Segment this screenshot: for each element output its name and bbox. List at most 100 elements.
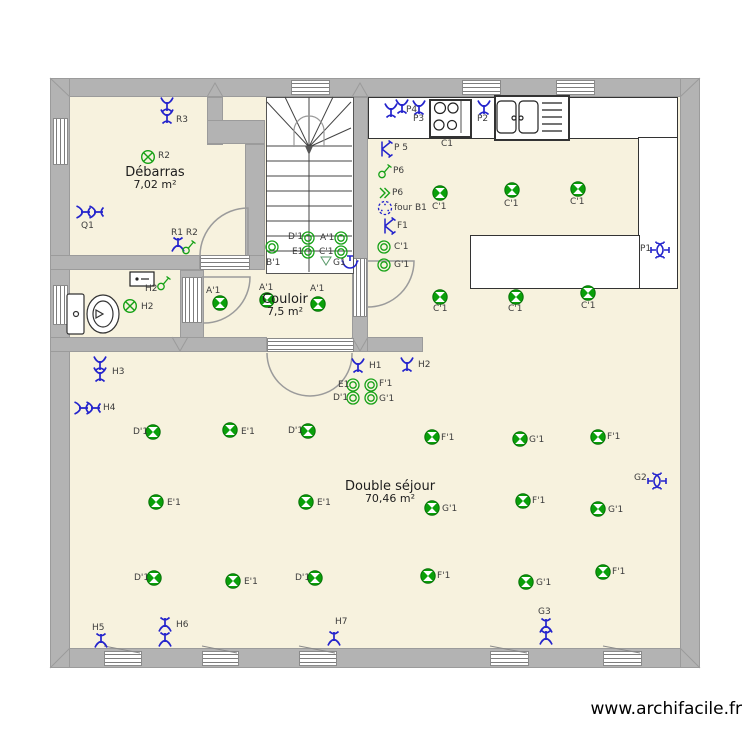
applique-symbol[interactable] <box>410 99 428 117</box>
symbol-label: C'1 <box>319 247 334 257</box>
wall-debarras-right-lower <box>245 144 265 258</box>
dcl-symbol[interactable] <box>376 257 392 273</box>
spot-symbol[interactable] <box>511 430 529 448</box>
gswitch-symbol[interactable] <box>181 239 197 255</box>
symbol-label: D'1 <box>133 427 149 437</box>
room-name: Couloir <box>262 292 308 307</box>
spot-symbol[interactable] <box>514 492 532 510</box>
symbol-label: E'1 <box>241 427 255 437</box>
kitchen-counter-right <box>638 137 678 289</box>
spot-symbol[interactable] <box>224 572 242 590</box>
applique-symbol[interactable] <box>88 203 106 221</box>
oven-symbol[interactable] <box>376 199 394 217</box>
spot-symbol[interactable] <box>147 493 165 511</box>
applique-symbol[interactable] <box>325 629 343 647</box>
symbol-label: F'1 <box>437 571 451 581</box>
applique-symbol[interactable] <box>537 616 555 634</box>
spot-symbol[interactable] <box>297 493 315 511</box>
symbol-label: D'1 <box>288 232 304 242</box>
dcl-symbol[interactable] <box>300 230 316 246</box>
window-bottom-5 <box>603 651 642 666</box>
spot-symbol[interactable] <box>144 423 162 441</box>
symbol-label: A'1 <box>320 233 335 243</box>
symbol-label: H3 <box>112 367 125 377</box>
tri-symbol[interactable] <box>320 256 332 266</box>
applique-symbol[interactable] <box>158 96 176 114</box>
spot-symbol[interactable] <box>145 569 163 587</box>
dcl-symbol[interactable] <box>376 239 392 255</box>
applique-symbol[interactable] <box>91 355 109 373</box>
applique-symbol[interactable] <box>73 399 91 417</box>
spot-symbol[interactable] <box>431 288 449 306</box>
wall-outer-right <box>680 78 700 668</box>
switch-symbol[interactable] <box>381 216 397 236</box>
symbol-label: C'1 <box>504 199 519 209</box>
spot-symbol[interactable] <box>299 422 317 440</box>
spot-symbol[interactable] <box>211 294 229 312</box>
symbol-label: D'1 <box>295 573 311 583</box>
spot-symbol[interactable] <box>594 563 612 581</box>
socket1-symbol[interactable] <box>341 252 359 270</box>
spot-symbol[interactable] <box>569 180 587 198</box>
symbol-label: P4 <box>406 105 418 115</box>
applique-symbol[interactable] <box>75 203 93 221</box>
dcl-symbol[interactable] <box>363 390 379 406</box>
spot-symbol[interactable] <box>423 499 441 517</box>
spot-symbol[interactable] <box>309 295 327 313</box>
socket2-symbol[interactable] <box>647 241 673 259</box>
dcl-symbol[interactable] <box>333 244 349 260</box>
spot-symbol[interactable] <box>221 421 239 439</box>
applique-symbol[interactable] <box>92 631 110 649</box>
spot-symbol[interactable] <box>589 500 607 518</box>
entry-door-opening <box>267 338 354 352</box>
kitchen-hob[interactable] <box>429 99 472 138</box>
lampx-symbol[interactable] <box>139 148 157 166</box>
symbol-label: C'1 <box>570 197 585 207</box>
lampx-symbol[interactable] <box>121 297 139 315</box>
spot-symbol[interactable] <box>503 181 521 199</box>
applique-symbol[interactable] <box>91 366 109 384</box>
applique-symbol[interactable] <box>169 235 187 253</box>
applique-symbol[interactable] <box>349 357 367 375</box>
applique-symbol[interactable] <box>537 628 555 646</box>
symbol-label: R3 <box>176 115 188 125</box>
spot-symbol[interactable] <box>306 569 324 587</box>
symbol-label: A'1 <box>259 283 274 293</box>
spot-symbol[interactable] <box>258 291 276 309</box>
dcl-symbol[interactable] <box>345 377 361 393</box>
spot-symbol[interactable] <box>579 284 597 302</box>
spot-symbol[interactable] <box>423 428 441 446</box>
switch-symbol[interactable] <box>378 139 394 159</box>
dcl-symbol[interactable] <box>300 244 316 260</box>
symbol-label: H6 <box>176 620 189 630</box>
applique-symbol[interactable] <box>85 399 103 417</box>
symbol-label: F'1 <box>379 379 393 389</box>
dcl-symbol[interactable] <box>264 239 280 255</box>
symbol-label: R1 R2 <box>171 228 198 238</box>
applique-symbol[interactable] <box>156 615 174 633</box>
applique-symbol[interactable] <box>475 99 493 117</box>
applique-symbol[interactable] <box>398 356 416 374</box>
spot-symbol[interactable] <box>431 184 449 202</box>
gswitch-symbol[interactable] <box>377 163 393 179</box>
dcl-symbol[interactable] <box>345 390 361 406</box>
applique-symbol[interactable] <box>393 98 411 116</box>
applique-symbol[interactable] <box>158 108 176 126</box>
wall-outer-left <box>50 78 70 668</box>
kitchen-sink[interactable] <box>494 95 570 141</box>
fanbox-symbol[interactable] <box>129 271 155 287</box>
spot-symbol[interactable] <box>589 428 607 446</box>
spot-symbol[interactable] <box>517 573 535 591</box>
applique-symbol[interactable] <box>156 630 174 648</box>
applique-symbol[interactable] <box>382 102 400 120</box>
spot-symbol[interactable] <box>419 567 437 585</box>
gswitch-symbol[interactable] <box>156 275 172 291</box>
dcl-symbol[interactable] <box>333 230 349 246</box>
gchev-symbol[interactable] <box>376 185 392 201</box>
spot-symbol[interactable] <box>507 288 525 306</box>
symbol-label: P 5 <box>394 143 409 153</box>
socket2-symbol[interactable] <box>644 472 670 490</box>
symbol-label: G'1 <box>442 504 458 514</box>
dcl-symbol[interactable] <box>363 377 379 393</box>
symbol-label: P2 <box>477 114 489 124</box>
